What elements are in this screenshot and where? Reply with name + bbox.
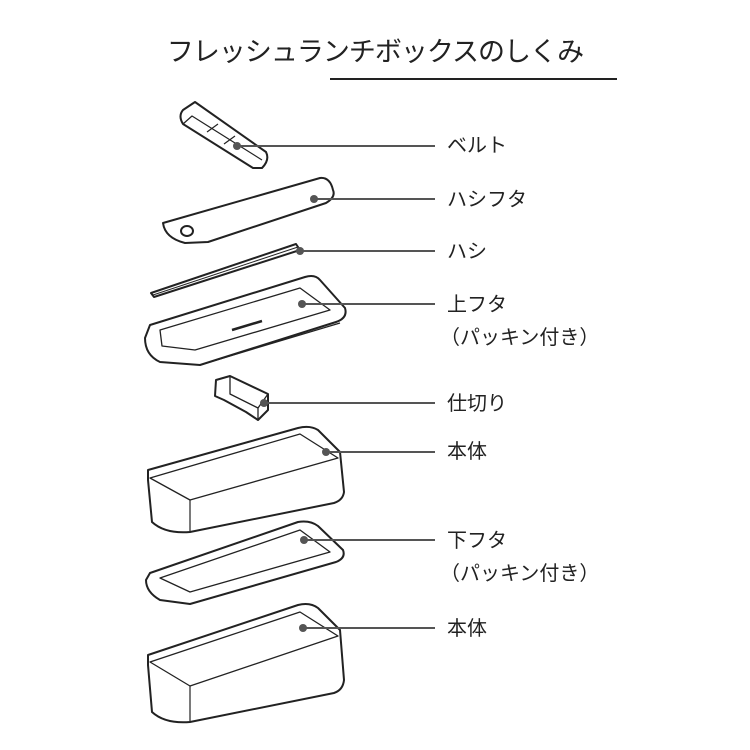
label-divider: 仕切り <box>447 391 507 415</box>
chopstick-lid-drawing <box>162 176 335 244</box>
label-body-upper: 本体 <box>447 439 487 463</box>
label-chopstick-lid: ハシフタ <box>447 187 527 211</box>
label-upper-lid-note: （パッキン付き） <box>440 325 600 349</box>
body-lower-drawing <box>147 603 345 724</box>
label-lower-lid-note: （パッキン付き） <box>440 561 600 585</box>
label-chopsticks: ハシ <box>447 239 487 263</box>
leader-lines <box>237 145 435 629</box>
title-underline <box>330 78 617 80</box>
label-lower-lid: 下フタ <box>447 528 507 552</box>
lower-lid-drawing <box>145 520 345 605</box>
body-upper-drawing <box>147 425 345 534</box>
label-upper-lid: 上フタ <box>447 292 507 316</box>
leader-dots <box>233 142 330 632</box>
upper-lid-drawing <box>144 275 347 366</box>
diagram-title: フレッシュランチボックスのしくみ <box>166 37 584 68</box>
label-body-lower: 本体 <box>447 616 487 640</box>
label-belt: ベルト <box>447 133 507 157</box>
divider-drawing <box>214 375 269 421</box>
belt-drawing <box>179 101 269 169</box>
